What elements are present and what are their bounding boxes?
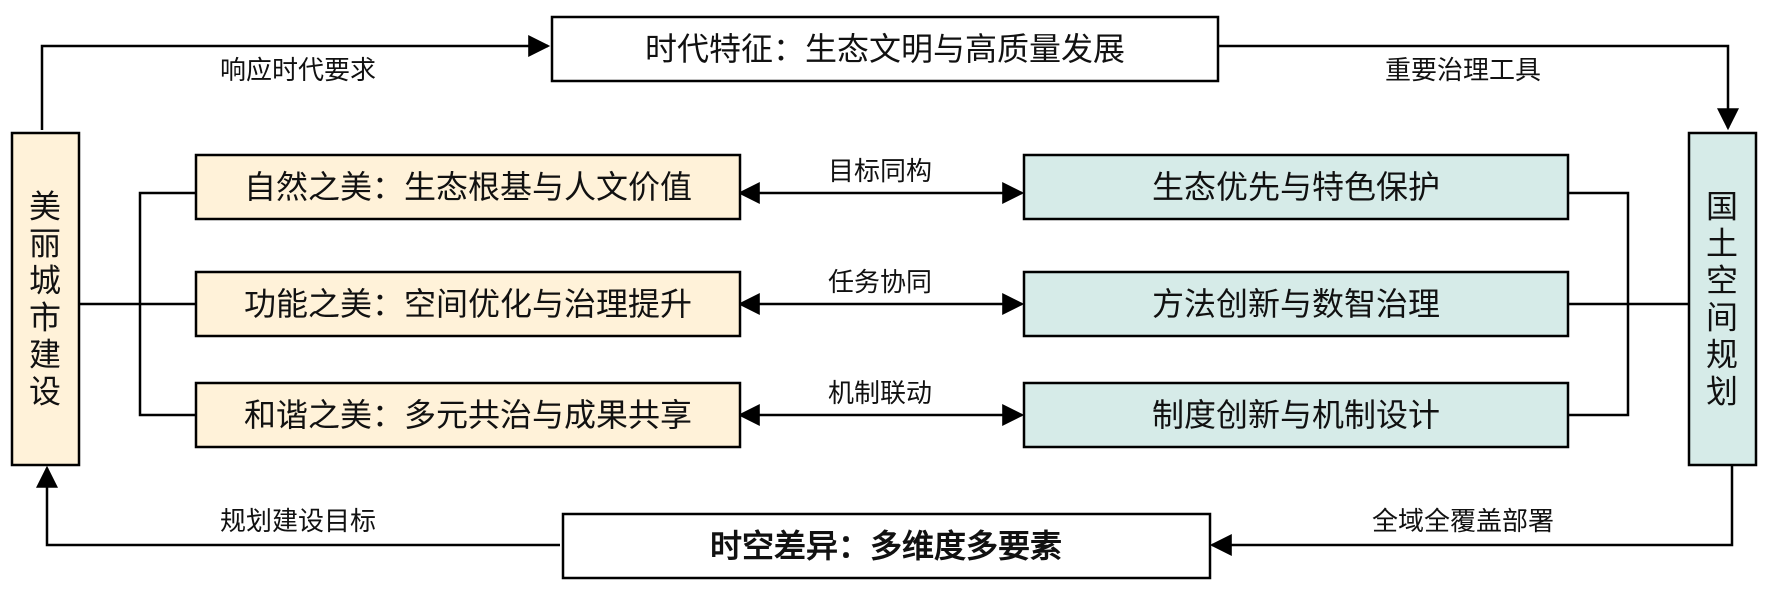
edge-label-bottom-right: 全域全覆盖部署 [1372,507,1554,537]
right-item-label-3: 制度创新与机制设计 [1152,396,1440,434]
connector-right-to-bottom [1209,466,1734,556]
bottom-box [561,512,1212,580]
top-box [550,15,1220,83]
planning-box-method [1022,270,1570,338]
right-bracket [1568,191,1688,417]
edge-label-top-right: 重要治理工具 [1385,56,1541,86]
right-item-label-1: 生态优先与特色保护 [1152,168,1440,206]
beauty-box-function [194,270,742,338]
left-item-label-1: 自然之美：生态根基与人文价值 [244,168,692,206]
top-box-label: 时代特征：生态文明与高质量发展 [645,30,1125,68]
right-item-label-2: 方法创新与数智治理 [1152,285,1440,323]
link-label-1: 目标同构 [828,157,932,187]
planning-box-system [1022,381,1570,449]
link-label-3: 机制联动 [828,379,932,409]
bottom-box-label: 时空差异：多维度多要素 [710,527,1062,565]
right-box [1687,131,1758,467]
connector-top-to-right [1218,44,1739,131]
connector-left-to-top [40,35,551,130]
left-bracket [80,191,196,417]
planning-box-ecology [1022,153,1570,221]
edge-label-top-left: 响应时代要求 [220,56,376,86]
left-box [10,131,81,467]
link-label-2: 任务协同 [828,268,932,298]
right-box-label: 国土空间规划 [1706,188,1738,411]
left-item-label-3: 和谐之美：多元共治与成果共享 [244,396,692,434]
left-item-label-2: 功能之美：空间优化与治理提升 [244,285,692,323]
beauty-box-harmony [194,381,742,449]
connector-bottom-to-left [36,465,560,547]
left-box-label: 美丽城市建设 [29,188,61,411]
edge-label-bottom-left: 规划建设目标 [220,507,376,537]
beauty-box-nature [194,153,742,221]
